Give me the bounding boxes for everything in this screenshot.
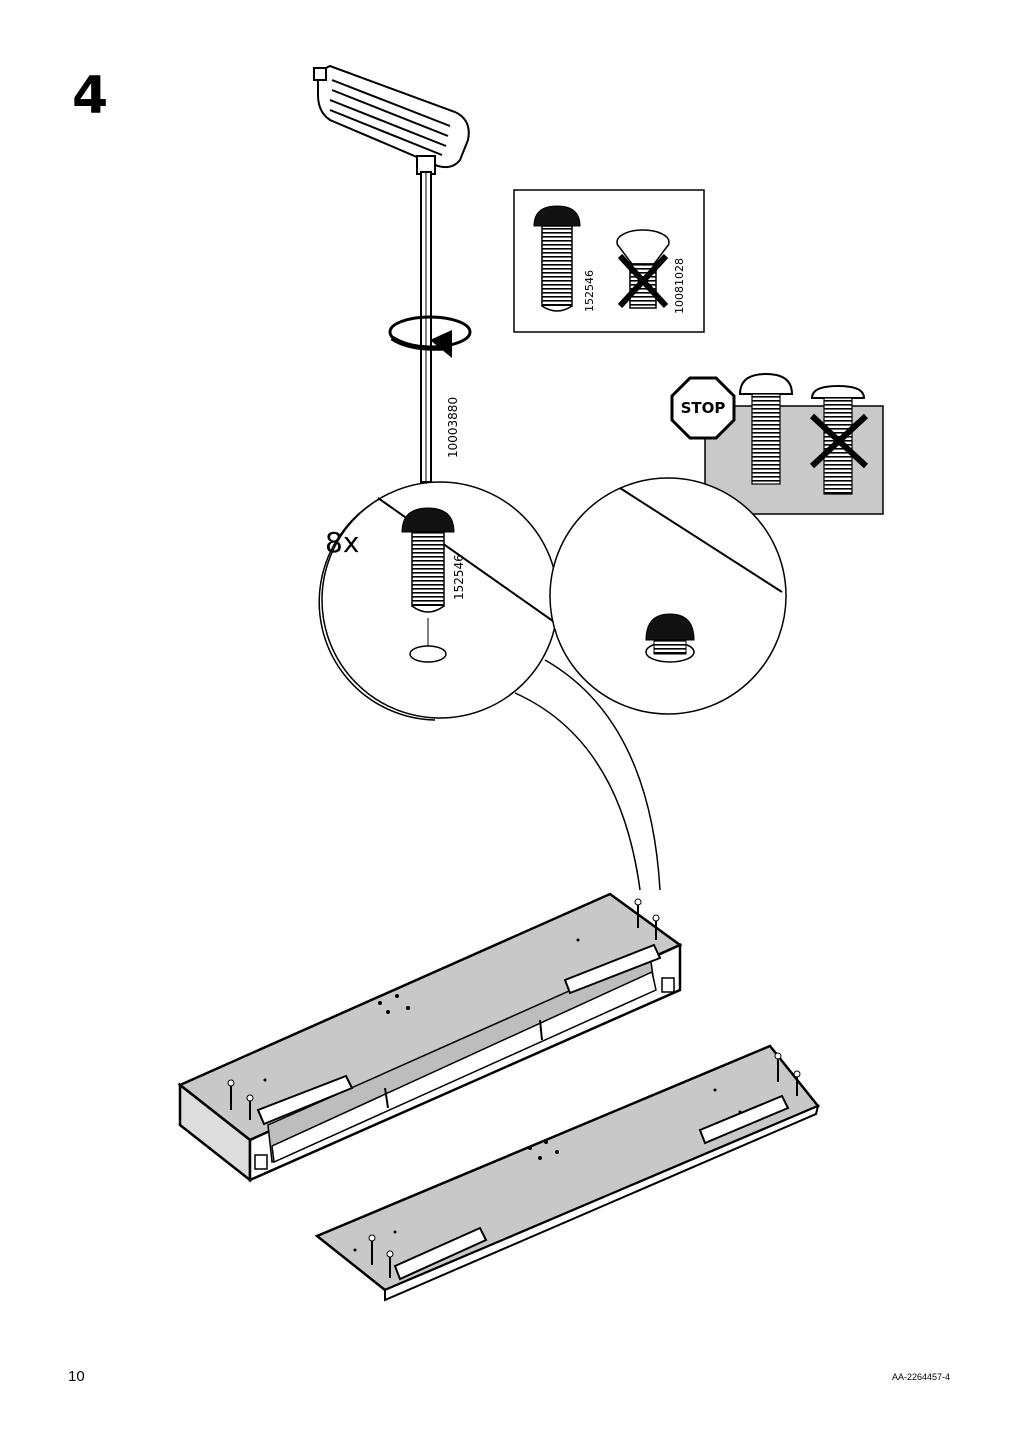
- screw-correct-depth-icon: [738, 372, 794, 485]
- detail-circle-result: [549, 477, 787, 715]
- wrong-screw-id-label: 10081028: [673, 258, 686, 314]
- quantity-label: 8x: [325, 526, 359, 559]
- screw-152546-icon: [533, 205, 581, 312]
- screw-installed-icon: [645, 613, 695, 663]
- screw-icon: [227, 898, 660, 1120]
- stop-warning-panel: STOP: [670, 372, 884, 515]
- allen-key-id-label: 10003880: [446, 397, 460, 458]
- stop-label: STOP: [681, 399, 726, 417]
- callout-line: [544, 659, 661, 891]
- document-code: AA-2264457-4: [891, 1372, 950, 1382]
- allen-key-icon: [313, 64, 470, 495]
- base-frame-part: [177, 892, 683, 1183]
- screw-id-label-detail: 152546: [452, 554, 466, 600]
- stop-sign-icon: STOP: [670, 376, 736, 440]
- screw-10081028-icon: [616, 229, 670, 309]
- step-number: 4: [72, 66, 109, 126]
- screw-id-label: 152546: [583, 270, 596, 312]
- callout-line: [514, 692, 641, 891]
- detail-circle-insert: 8x 152546: [318, 481, 561, 721]
- bottom-board-part: [314, 1044, 821, 1302]
- screw-icon: [368, 1052, 801, 1278]
- rotate-arrow-icon: [388, 315, 472, 358]
- screw-wrong-depth-icon: [809, 384, 869, 495]
- screw-icon: [401, 507, 455, 646]
- page-number: 10: [68, 1368, 85, 1385]
- screw-comparison-box: 152546 10081028: [513, 189, 705, 333]
